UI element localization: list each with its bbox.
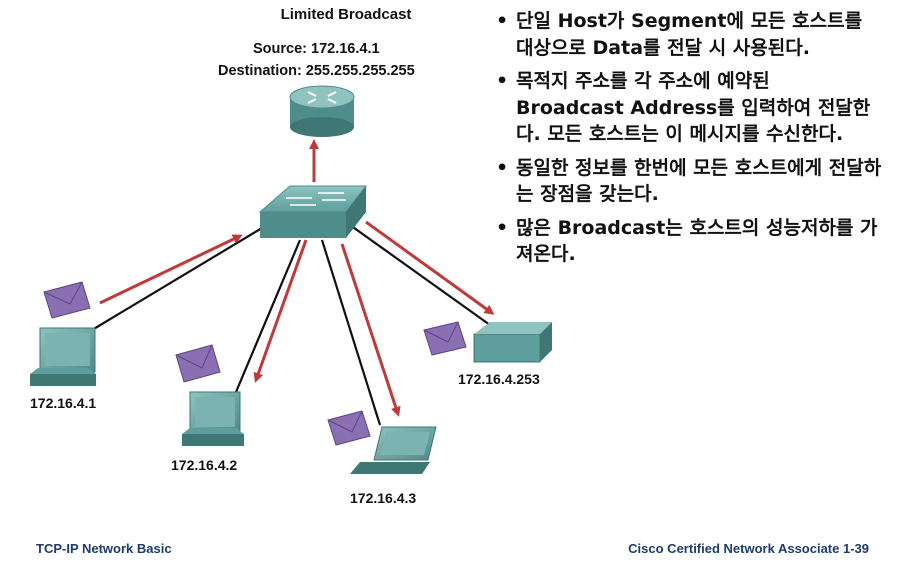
bullet-list: •단일 Host가 Segment에 모든 호스트를 대상으로 Data를 전달…	[494, 8, 884, 275]
printer-icon	[473, 322, 552, 363]
arrow-to-host-2	[253, 239, 308, 383]
source-address: Source: 172.16.4.1	[253, 41, 380, 57]
arrow-to-switch	[99, 234, 243, 305]
host-2-label: 172.16.4.2	[171, 457, 237, 473]
envelope-icon	[423, 321, 467, 356]
switch-icon	[258, 185, 368, 238]
footer-course-name: TCP-IP Network Basic	[36, 541, 172, 556]
bullet-item: •단일 Host가 Segment에 모든 호스트를 대상으로 Data를 전달…	[496, 10, 863, 59]
cables	[91, 224, 491, 426]
desktop-computer-icon	[30, 327, 96, 386]
desktop-computer-icon	[182, 391, 244, 446]
envelope-icon	[175, 344, 221, 383]
destination-address: Destination: 255.255.255.255	[218, 63, 415, 79]
host-3-label: 172.16.4.3	[350, 490, 416, 506]
laptop-icon	[350, 426, 437, 474]
footer-page-info: Cisco Certified Network Associate 1-39	[628, 541, 869, 556]
arrow-to-host-4	[365, 220, 495, 315]
bullet-item: •동일한 정보를 한번에 모든 호스트에게 전달하는 장점을 갖는다.	[496, 156, 882, 206]
bullet-item: •많은 Broadcast는 호스트의 성능저하를 가져온다.	[496, 216, 878, 266]
arrow-to-host-3	[340, 243, 401, 417]
envelope-icon	[43, 281, 91, 319]
broadcast-arrows	[99, 139, 495, 417]
envelope-icon	[327, 410, 371, 446]
host-4-label: 172.16.4.253	[458, 371, 540, 387]
router-icon	[289, 85, 355, 137]
diagram-title: Limited Broadcast	[280, 6, 412, 23]
bullet-item: •목적지 주소를 각 주소에 예약된 Broadcast Address를 입력…	[496, 70, 871, 145]
host-1-label: 172.16.4.1	[30, 395, 96, 411]
